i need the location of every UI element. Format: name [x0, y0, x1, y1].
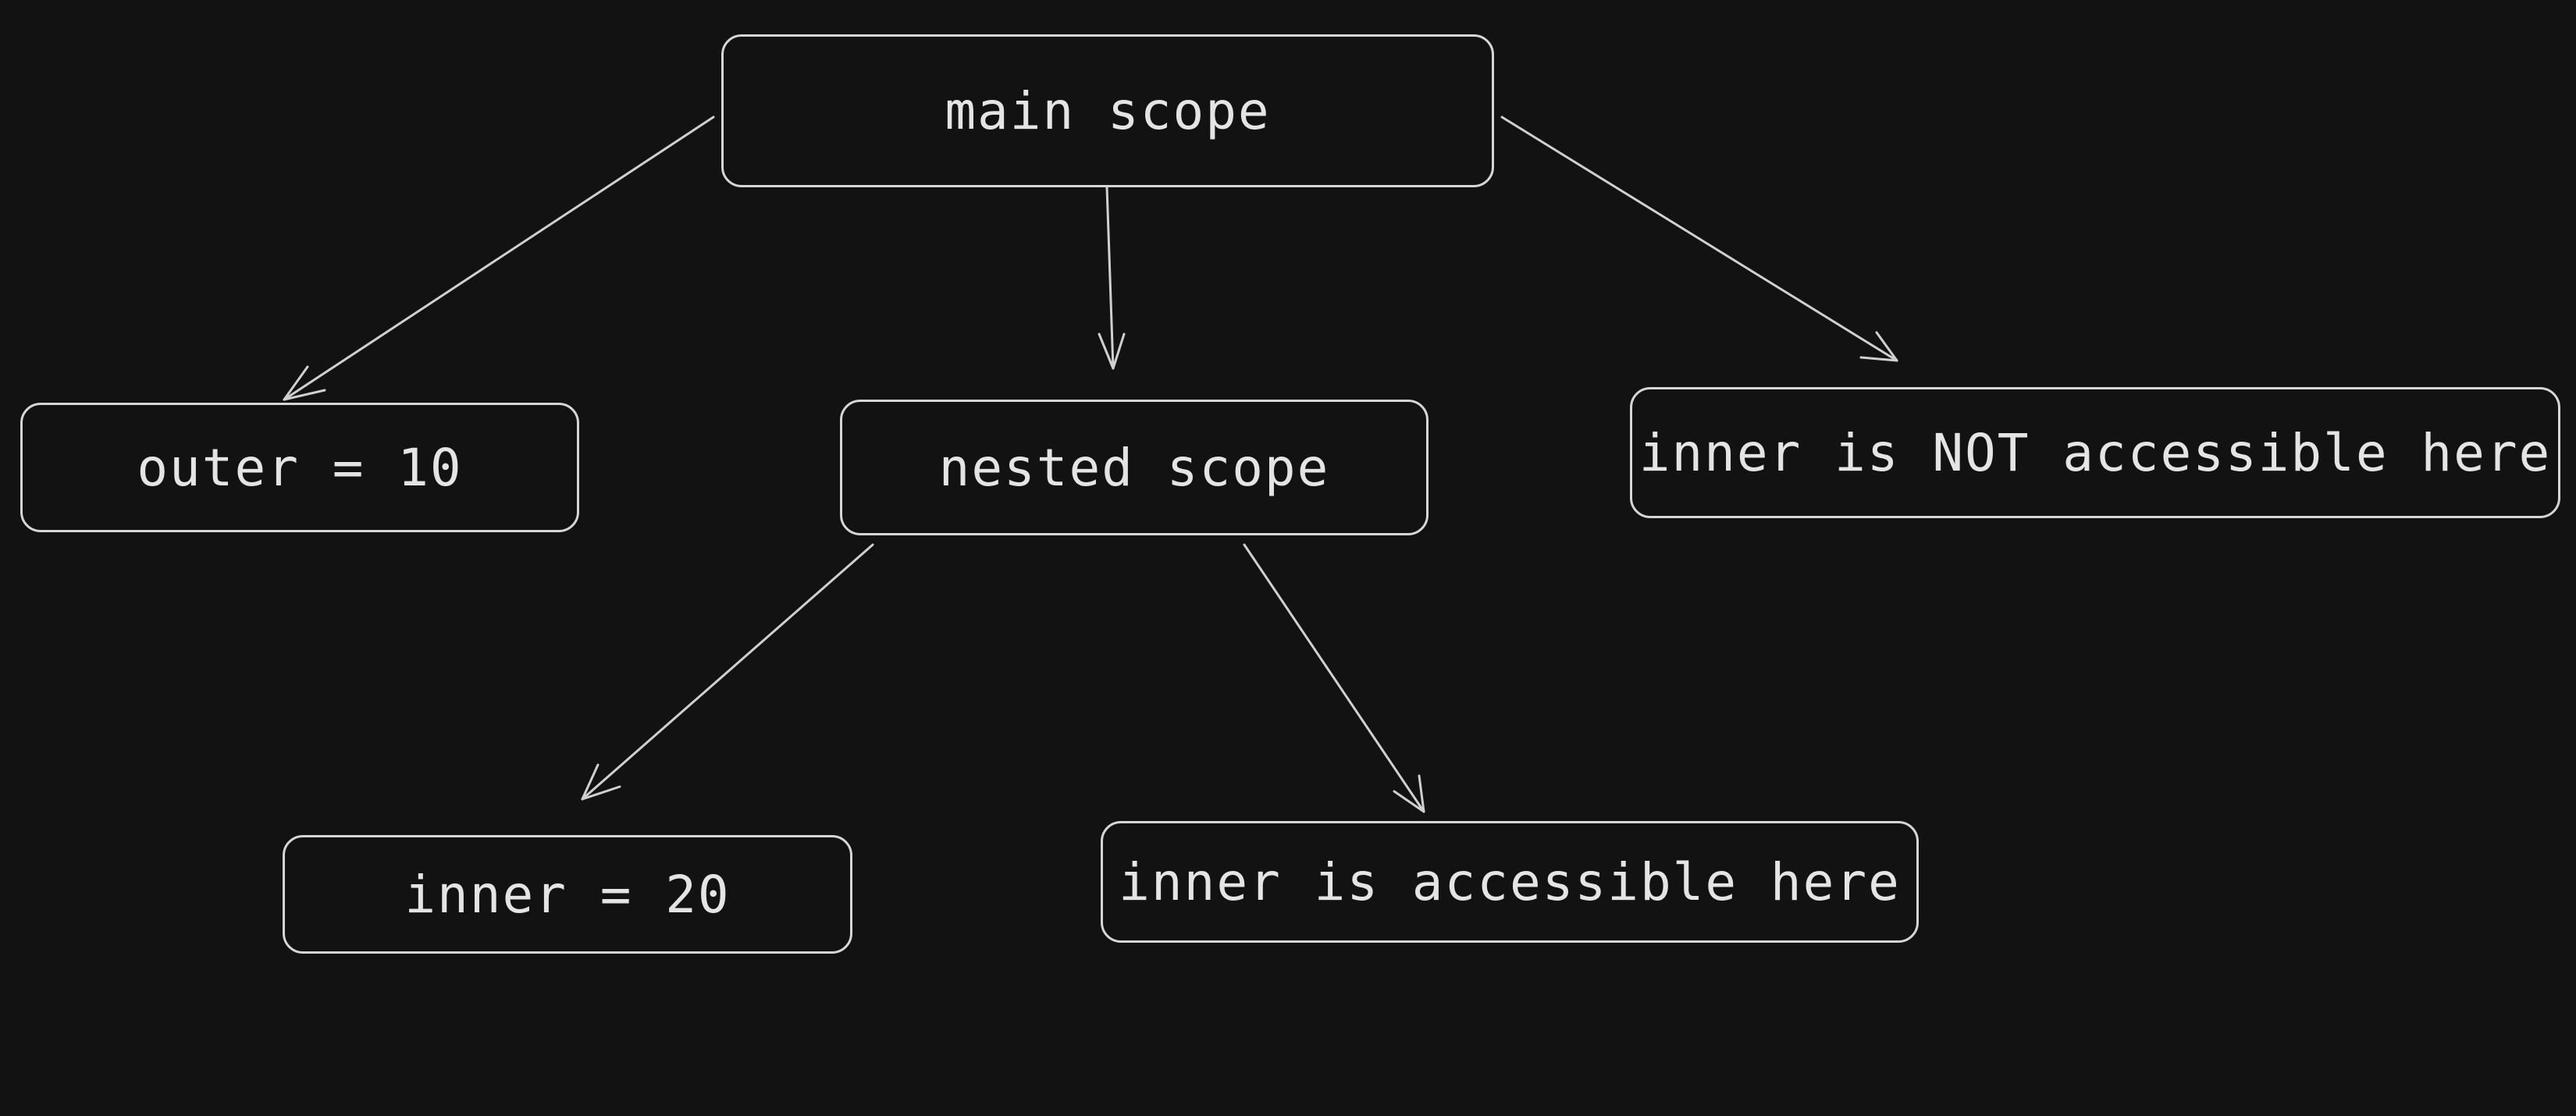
node-inner-variable-label: inner = 20 [404, 864, 731, 925]
node-main-scope: main scope [721, 34, 1494, 187]
edge-main-to-not-accessible [1500, 116, 1898, 362]
edge-nested-to-inner-value [581, 543, 874, 801]
node-inner-accessible-label: inner is accessible here [1119, 851, 1901, 912]
node-nested-scope-label: nested scope [938, 437, 1330, 498]
node-nested-scope: nested scope [840, 400, 1429, 535]
node-inner-accessible: inner is accessible here [1101, 821, 1919, 943]
edge-main-to-outer [283, 116, 715, 401]
node-inner-not-accessible-label: inner is NOT accessible here [1638, 422, 2552, 483]
node-outer-variable: outer = 10 [20, 403, 579, 532]
edge-main-to-nested [1098, 186, 1126, 370]
node-outer-variable-label: outer = 10 [137, 437, 463, 498]
edge-nested-to-accessible [1243, 543, 1425, 813]
node-inner-variable: inner = 20 [283, 835, 852, 954]
node-main-scope-label: main scope [945, 80, 1271, 141]
node-inner-not-accessible: inner is NOT accessible here [1630, 387, 2560, 518]
